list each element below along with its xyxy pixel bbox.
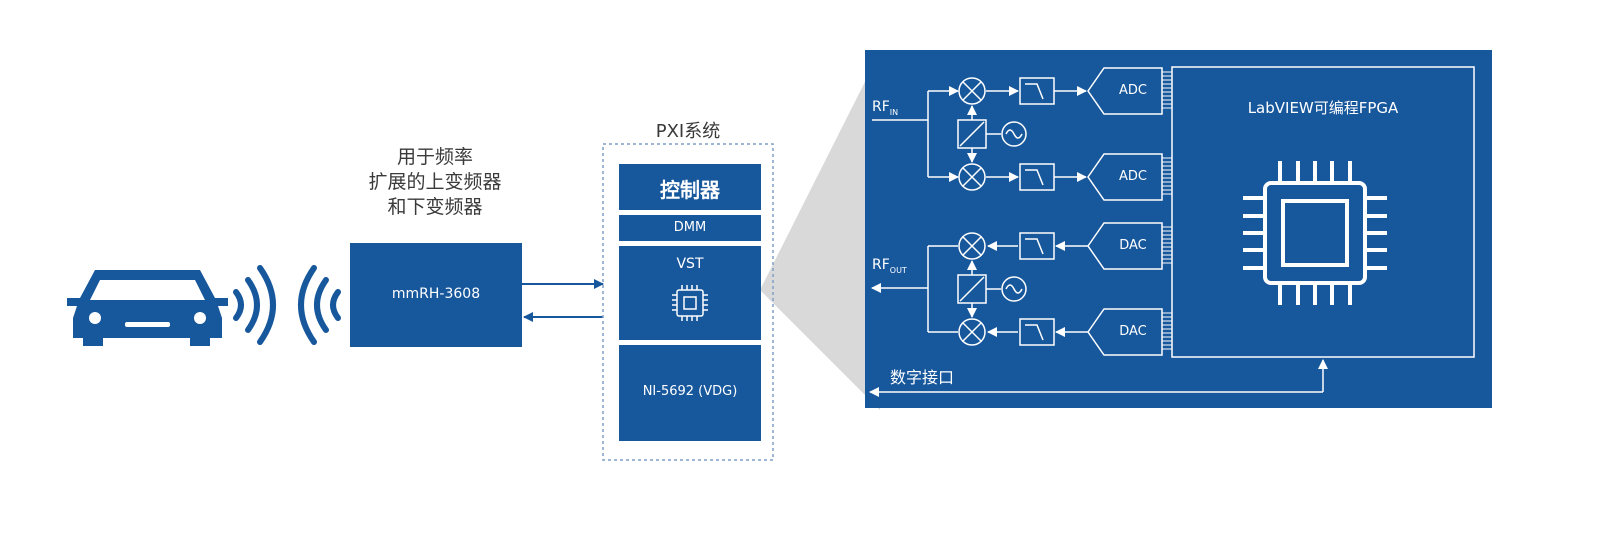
fpga-box xyxy=(1171,66,1475,358)
filter-icon xyxy=(1019,77,1055,346)
rf-in-label: RFIN xyxy=(872,99,922,117)
car-icon xyxy=(67,270,228,346)
vst-label: VST xyxy=(676,256,704,272)
digital-interface-line xyxy=(869,359,1328,397)
dmm-box xyxy=(619,215,761,241)
adc-1-label: ADC xyxy=(1119,83,1147,98)
dmm-label: DMM xyxy=(673,220,707,235)
bus-lines xyxy=(1162,71,1172,350)
controller-label: 控制器 xyxy=(660,178,720,202)
adc-2-label: ADC xyxy=(1119,169,1147,184)
vdg-label: NI-5692 (VDG) xyxy=(642,384,738,399)
rf-in-sub: IN xyxy=(889,107,899,117)
freq-ext-line-1: 用于频率 xyxy=(396,146,473,168)
freq-ext-label: 用于频率 扩展的上变频器 和下变频器 xyxy=(340,145,530,220)
wireless-waves-icon xyxy=(233,265,341,345)
controller-box xyxy=(619,164,761,210)
rf-out-text: RF xyxy=(872,257,890,273)
rf-out-path xyxy=(871,241,1088,337)
mmrh-box xyxy=(350,243,522,347)
vst-box xyxy=(619,246,761,340)
converter-shapes xyxy=(1087,67,1163,356)
rf-in-text: RF xyxy=(872,99,890,115)
chip-icon xyxy=(672,285,708,321)
mmrh-label: mmRH-3608 xyxy=(391,286,481,302)
rf-out-label: RFOUT xyxy=(872,257,922,275)
freq-ext-line-2: 扩展的上变频器 xyxy=(368,171,502,193)
zoom-wedge xyxy=(760,52,880,410)
rf-in-path xyxy=(872,86,1087,182)
lo-block-icon xyxy=(957,105,1027,318)
pxi-system-frame xyxy=(602,143,774,461)
vdg-box xyxy=(619,345,761,441)
rf-out-sub: OUT xyxy=(889,265,907,275)
dac-2-label: DAC xyxy=(1119,324,1147,339)
digital-interface-label: 数字接口 xyxy=(890,368,955,387)
dac-1-label: DAC xyxy=(1119,238,1147,253)
freq-ext-line-3: 和下变频器 xyxy=(387,196,483,218)
fpga-label: LabVIEW可编程FPGA xyxy=(1247,99,1399,117)
fpga-chip-icon xyxy=(1243,161,1387,305)
pxi-title: PXI系统 xyxy=(655,121,721,142)
mixer-icon xyxy=(958,77,986,346)
